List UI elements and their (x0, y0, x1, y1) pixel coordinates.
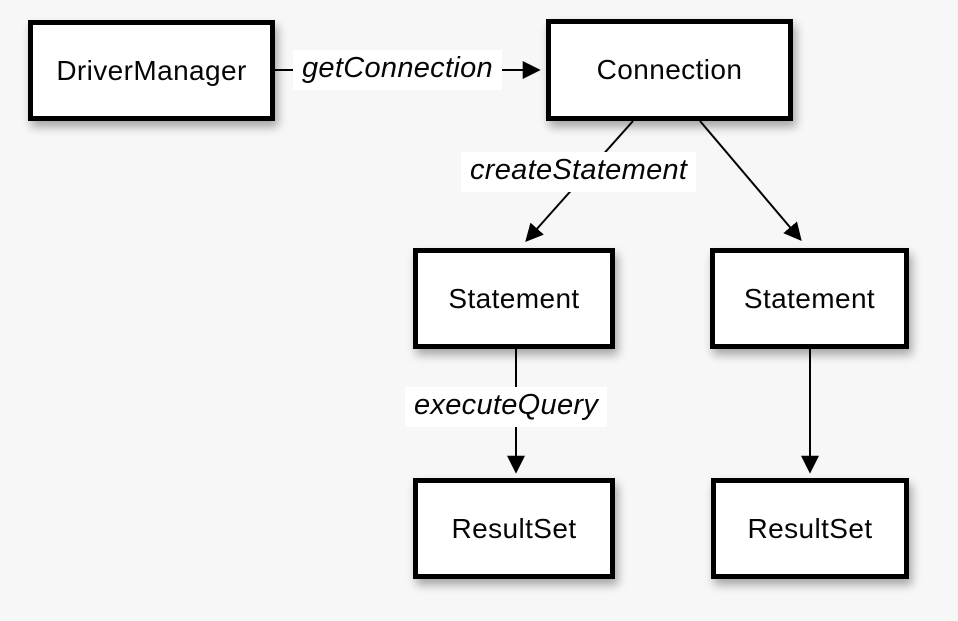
edge-connection-to-statement-right-arrow (699, 120, 802, 242)
edge-label-create-statement: createStatement (461, 152, 697, 192)
node-statement-left: Statement (413, 248, 615, 349)
edge-label-get-connection: getConnection (293, 50, 502, 90)
node-resultset-left: ResultSet (413, 478, 615, 579)
node-driver-manager: DriverManager (28, 20, 275, 121)
node-connection: Connection (546, 19, 793, 121)
node-statement-right: Statement (710, 248, 909, 349)
edge-label-execute-query: executeQuery (405, 387, 608, 427)
node-resultset-right: ResultSet (711, 478, 909, 579)
